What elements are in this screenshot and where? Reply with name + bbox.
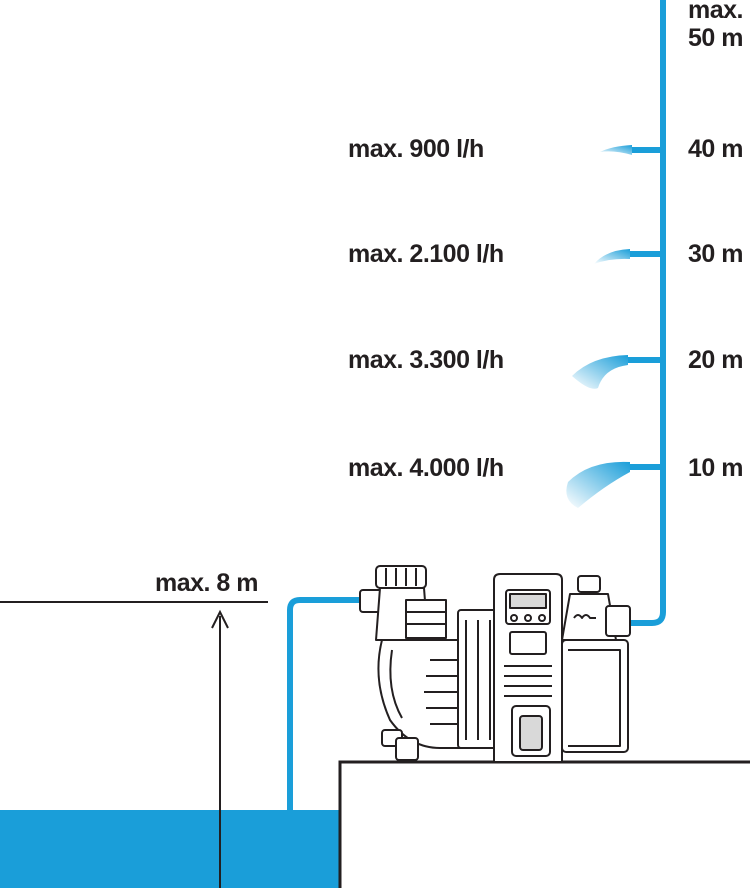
- water-jet-icon: [572, 355, 628, 389]
- height-label-30m: 30 m: [688, 240, 743, 268]
- flow-label-40m: max. 900 l/h: [348, 135, 484, 163]
- pump-platform: [338, 760, 750, 888]
- flow-label-10m: max. 4.000 l/h: [348, 454, 504, 482]
- water-jet-icon: [594, 249, 630, 264]
- height-label-20m: 20 m: [688, 346, 743, 374]
- water-jet-icon: [600, 145, 632, 155]
- height-label-40m: 40 m: [688, 135, 743, 163]
- suction-height-label: max. 8 m: [155, 569, 259, 597]
- outlet-10m: [566, 461, 663, 508]
- outlet-30m: [594, 249, 663, 264]
- outlet-40m: [600, 145, 663, 155]
- water-reservoir: [0, 810, 340, 888]
- suction-pipe: [287, 597, 362, 810]
- height-label-10m: 10 m: [688, 454, 743, 482]
- max-head-label-line1: max.: [688, 0, 743, 24]
- outlet-20m: [572, 355, 663, 389]
- max-head-label-line2: 50 m: [688, 24, 743, 52]
- flow-label-20m: max. 3.300 l/h: [348, 346, 504, 374]
- discharge-pipe: [630, 0, 666, 626]
- max-head-label: max. 50 m: [688, 0, 743, 52]
- water-jet-icon: [566, 461, 630, 508]
- garden-pump-icon: [359, 565, 631, 763]
- suction-arrow-head: [211, 609, 229, 629]
- flow-label-30m: max. 2.100 l/h: [348, 240, 504, 268]
